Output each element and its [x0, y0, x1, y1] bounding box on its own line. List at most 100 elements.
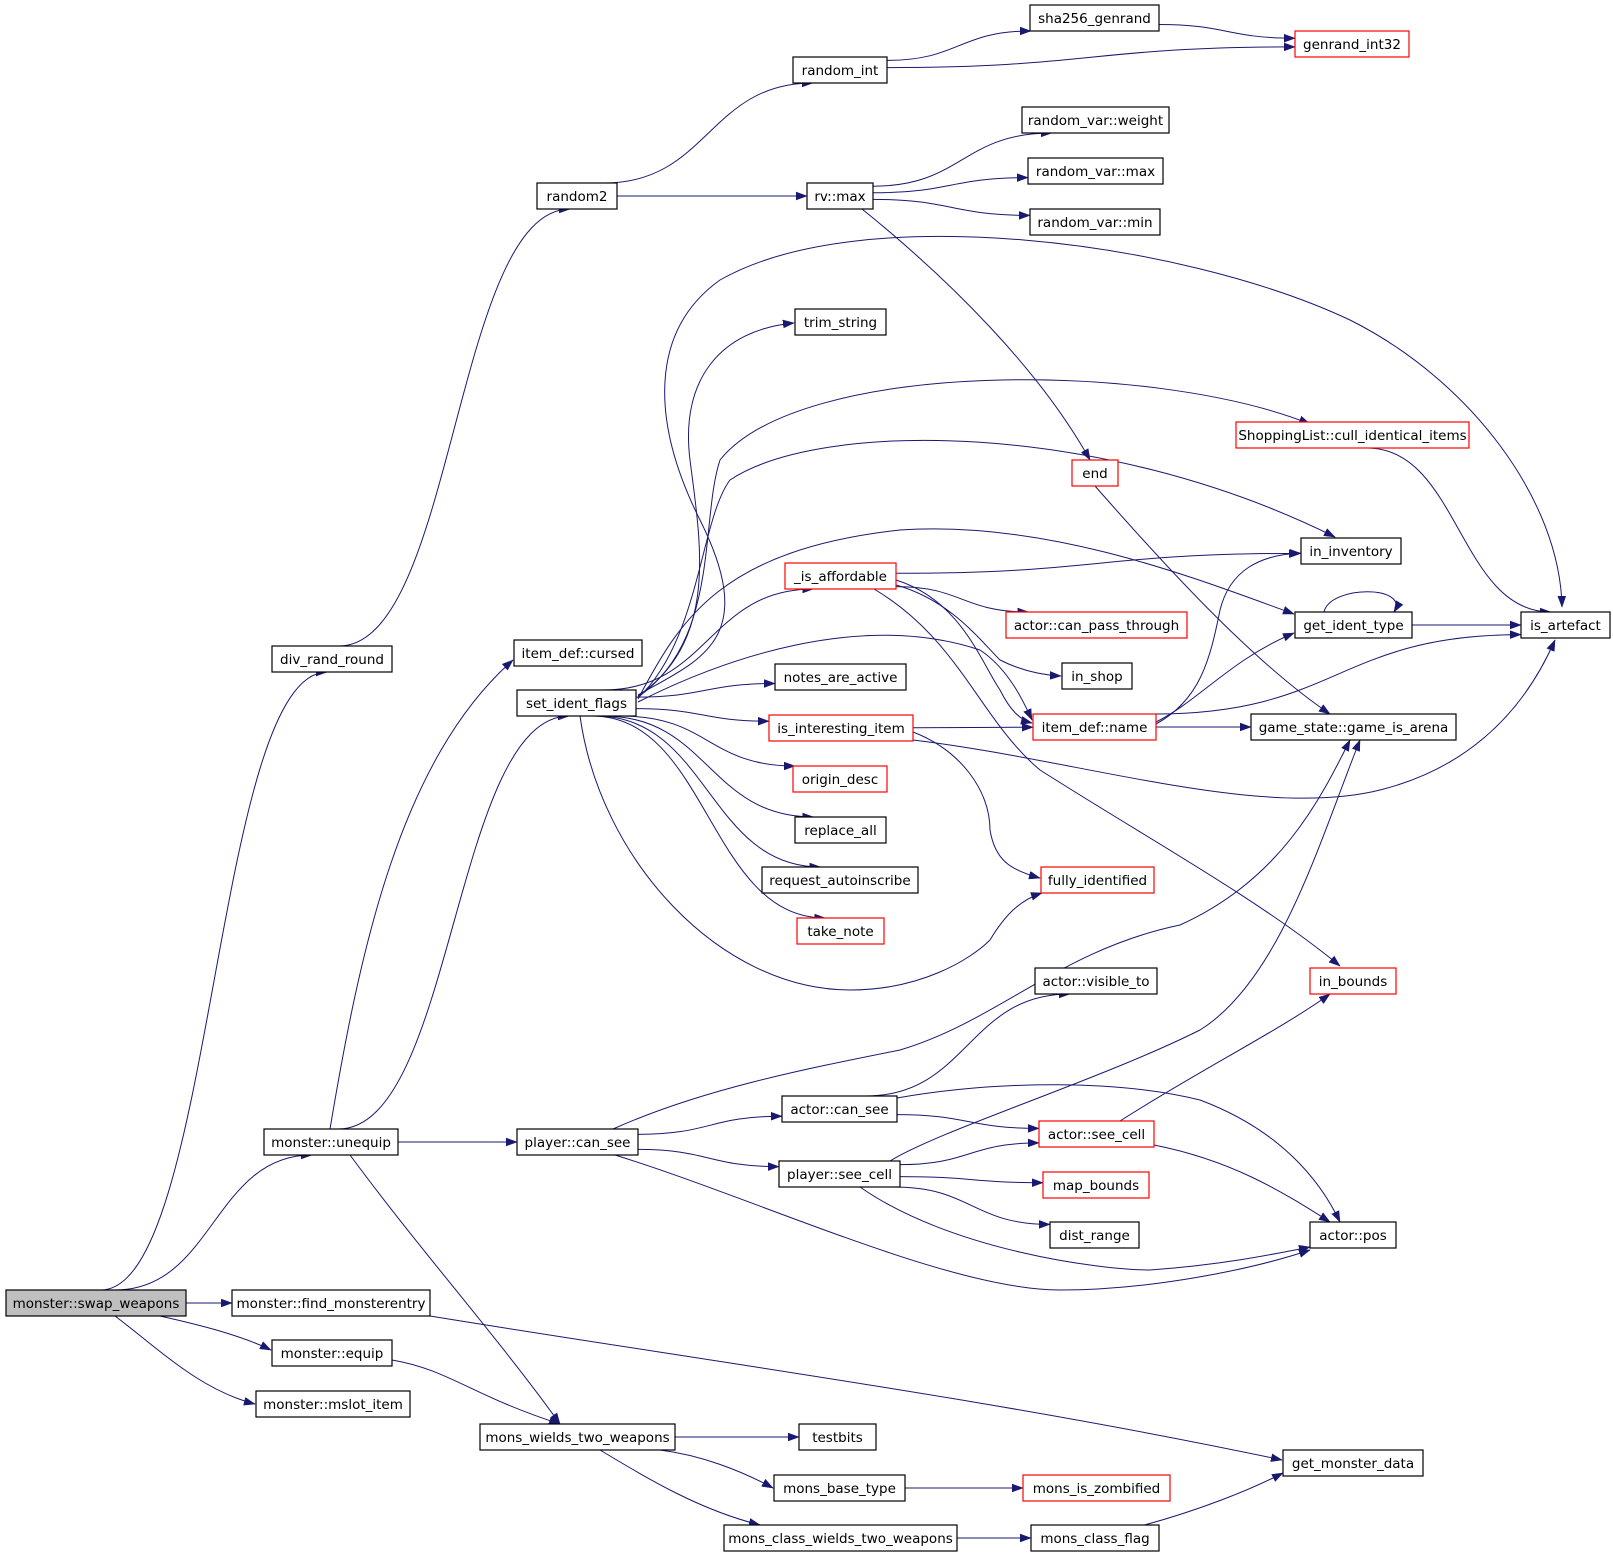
node-player-can-see[interactable]: player::can_see [516, 1128, 639, 1156]
node-box[interactable] [1309, 1221, 1397, 1249]
node-origin-desc[interactable]: origin_desc [792, 765, 888, 793]
node-actor-pos[interactable]: actor::pos [1309, 1221, 1397, 1249]
node-box[interactable] [794, 308, 887, 336]
node-box[interactable] [513, 639, 643, 667]
node-end[interactable]: end [1071, 459, 1119, 487]
node-box[interactable] [516, 689, 637, 717]
node-box[interactable] [255, 1390, 411, 1418]
node-box[interactable] [781, 1095, 898, 1123]
node-box[interactable] [1294, 611, 1413, 639]
node-box[interactable] [1300, 537, 1402, 565]
node-cull-identical-items[interactable]: ShoppingList::cull_identical_items [1235, 421, 1470, 449]
node-equip[interactable]: monster::equip [271, 1339, 393, 1367]
node-unequip[interactable]: monster::unequip [263, 1128, 399, 1156]
node-box[interactable] [1038, 1120, 1155, 1148]
node-random2[interactable]: random2 [536, 182, 618, 210]
node-box[interactable] [231, 1289, 431, 1317]
node-map-bounds[interactable]: map_bounds [1042, 1171, 1150, 1199]
node-cursed[interactable]: item_def::cursed [513, 639, 643, 667]
node-rv-maxv[interactable]: random_var::max [1027, 157, 1164, 185]
node-rv-max[interactable]: rv::max [806, 182, 874, 210]
node-box[interactable] [516, 1128, 639, 1156]
node-box[interactable] [1309, 967, 1397, 995]
node-box[interactable] [778, 1160, 901, 1188]
node-is-interesting-item[interactable]: is_interesting_item [768, 714, 914, 742]
node-box[interactable] [1029, 4, 1160, 32]
node-box[interactable] [1030, 1524, 1160, 1552]
node-box[interactable] [1235, 421, 1470, 449]
node-mons-is-zombified[interactable]: mons_is_zombified [1022, 1474, 1171, 1502]
node-div-rand-round[interactable]: div_rand_round [271, 645, 393, 673]
node-dist-range[interactable]: dist_range [1049, 1221, 1140, 1249]
node-mons-class-flag[interactable]: mons_class_flag [1030, 1524, 1160, 1552]
node-box[interactable] [1029, 208, 1161, 236]
node-box[interactable] [794, 816, 887, 844]
node-box[interactable] [5, 1289, 187, 1317]
node-get-ident-type[interactable]: get_ident_type [1294, 611, 1413, 639]
node-box[interactable] [1250, 713, 1457, 741]
node-take-note[interactable]: take_note [796, 917, 885, 945]
node-box[interactable] [798, 1423, 877, 1451]
node-box[interactable] [1294, 30, 1410, 58]
node-genrand-int32[interactable]: genrand_int32 [1294, 30, 1410, 58]
node-in-bounds[interactable]: in_bounds [1309, 967, 1397, 995]
node-testbits[interactable]: testbits [798, 1423, 877, 1451]
node-box[interactable] [1032, 713, 1157, 741]
node-swap-weapons[interactable]: monster::swap_weapons [5, 1289, 187, 1317]
node-mslot-item[interactable]: monster::mslot_item [255, 1390, 411, 1418]
node-box[interactable] [1027, 157, 1164, 185]
node-item-def-name[interactable]: item_def::name [1032, 713, 1157, 741]
node-random-int[interactable]: random_int [792, 56, 888, 84]
node-rv-min[interactable]: random_var::min [1029, 208, 1161, 236]
node-notes-are-active[interactable]: notes_are_active [774, 663, 907, 691]
node-box[interactable] [271, 1339, 393, 1367]
node-sha256-genrand[interactable]: sha256_genrand [1029, 4, 1160, 32]
node-replace-all[interactable]: replace_all [794, 816, 887, 844]
node-is-affordable[interactable]: _is_affordable [784, 562, 897, 590]
node-player-see-cell[interactable]: player::see_cell [778, 1160, 901, 1188]
node-box[interactable] [1042, 1171, 1150, 1199]
node-get-monster-data[interactable]: get_monster_data [1282, 1449, 1424, 1477]
node-trim-string[interactable]: trim_string [794, 308, 887, 336]
node-box[interactable] [1005, 611, 1188, 639]
node-box[interactable] [271, 645, 393, 673]
node-box[interactable] [1061, 662, 1133, 690]
node-request-autoinscribe[interactable]: request_autoinscribe [761, 866, 919, 894]
node-is-artefact[interactable]: is_artefact [1520, 611, 1611, 639]
node-box[interactable] [536, 182, 618, 210]
node-box[interactable] [479, 1423, 676, 1451]
node-box[interactable] [1520, 611, 1611, 639]
node-box[interactable] [796, 917, 885, 945]
node-box[interactable] [1021, 106, 1170, 134]
node-actor-visible-to[interactable]: actor::visible_to [1034, 967, 1158, 995]
node-box[interactable] [768, 714, 914, 742]
node-in-inventory[interactable]: in_inventory [1300, 537, 1402, 565]
node-box[interactable] [1022, 1474, 1171, 1502]
node-actor-can-pass-through[interactable]: actor::can_pass_through [1005, 611, 1188, 639]
node-box[interactable] [1071, 459, 1119, 487]
node-box[interactable] [263, 1128, 399, 1156]
node-mons-class-wields-two-weapons[interactable]: mons_class_wields_two_weapons [723, 1524, 958, 1552]
node-box[interactable] [1282, 1449, 1424, 1477]
node-fully-identified[interactable]: fully_identified [1040, 866, 1155, 894]
node-box[interactable] [806, 182, 874, 210]
node-actor-see-cell[interactable]: actor::see_cell [1038, 1120, 1155, 1148]
node-game-is-arena[interactable]: game_state::game_is_arena [1250, 713, 1457, 741]
node-box[interactable] [1040, 866, 1155, 894]
node-set-ident-flags[interactable]: set_ident_flags [516, 689, 637, 717]
node-box[interactable] [784, 562, 897, 590]
node-box[interactable] [792, 765, 888, 793]
node-mons-wields-two-weapons[interactable]: mons_wields_two_weapons [479, 1423, 676, 1451]
node-box[interactable] [1049, 1221, 1140, 1249]
node-find-monsterentry[interactable]: monster::find_monsterentry [231, 1289, 431, 1317]
node-rv-weight[interactable]: random_var::weight [1021, 106, 1170, 134]
node-mons-base-type[interactable]: mons_base_type [773, 1474, 906, 1502]
node-in-shop[interactable]: in_shop [1061, 662, 1133, 690]
node-box[interactable] [723, 1524, 958, 1552]
node-actor-can-see[interactable]: actor::can_see [781, 1095, 898, 1123]
node-box[interactable] [761, 866, 919, 894]
node-box[interactable] [1034, 967, 1158, 995]
node-box[interactable] [792, 56, 888, 84]
node-box[interactable] [773, 1474, 906, 1502]
node-box[interactable] [774, 663, 907, 691]
